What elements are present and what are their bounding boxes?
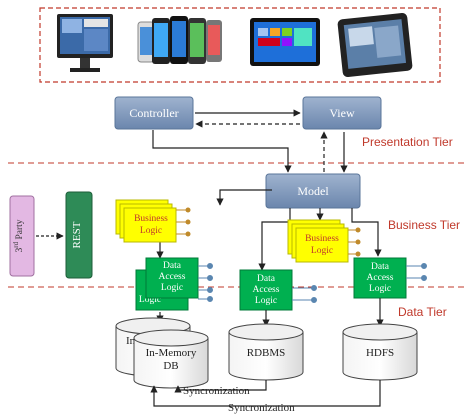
view-label: View	[329, 106, 355, 120]
data-access-right-line2: Access	[367, 273, 394, 283]
sync-label-2: Syncronization	[228, 402, 295, 414]
rest-box: REST	[65, 191, 93, 279]
inmemory-db: In-Memory DB	[133, 329, 209, 389]
business-logic-mid-line2: Logic	[311, 246, 333, 256]
sync-label-1: Syncronization	[183, 385, 250, 397]
model-to-hdfs-dal-arrow	[351, 208, 382, 257]
data-access-mid-line1: Data	[257, 274, 276, 284]
inmemory-label-line1: In-Memory	[146, 347, 197, 359]
business-tier-label: Business Tier	[388, 218, 460, 232]
data-access-left-partial: Logic	[139, 295, 161, 305]
business-logic-mid: Business Logic	[287, 219, 361, 263]
data-access-right-line3: Logic	[369, 284, 391, 294]
data-access-left-line2: Access	[159, 272, 186, 282]
data-access-right: Data Access Logic	[353, 257, 427, 299]
data-tier-label: Data Tier	[398, 305, 447, 319]
sync-rdbms-arrow	[174, 380, 267, 393]
model-box: Model	[265, 173, 361, 209]
hdfs-label: HDFS	[366, 347, 394, 359]
controller-label: Controller	[129, 106, 178, 120]
data-access-mid: Data Access Logic	[239, 269, 317, 311]
rest-label: REST	[71, 221, 83, 248]
hdfs-db: HDFS	[342, 323, 418, 381]
presentation-tier-label: Presentation Tier	[362, 135, 453, 149]
tablet-dark-icon	[337, 12, 413, 78]
business-logic-left-line1: Business	[134, 214, 168, 224]
rdbms-label: RDBMS	[247, 347, 286, 359]
view-box: View	[302, 96, 382, 130]
sync-hdfs-arrow	[150, 380, 381, 407]
data-access-mid-line2: Access	[253, 285, 280, 295]
controller-box: Controller	[114, 96, 194, 130]
data-access-right-line1: Data	[371, 262, 390, 272]
devices-frame	[39, 7, 441, 83]
data-access-left: Logic Data Access Logic	[135, 257, 213, 311]
business-logic-left: Business Logic	[115, 199, 191, 243]
data-access-left-line3: Logic	[161, 283, 183, 293]
model-to-business-left-arrow	[216, 189, 272, 206]
model-to-rdbms-dal-arrow	[258, 208, 291, 271]
smartphones-icon	[137, 16, 222, 64]
third-party-label: 3rd Party	[12, 219, 25, 252]
inmemory-label-line2: DB	[163, 360, 178, 372]
controller-to-model-arrow	[152, 130, 292, 173]
tablet-icon	[250, 18, 320, 66]
rdbms-db: RDBMS	[228, 323, 304, 381]
third-party-box: 3rd Party	[9, 195, 35, 277]
business-logic-mid-line1: Business	[305, 234, 339, 244]
business-logic-left-line2: Logic	[140, 226, 162, 236]
monitor-icon	[57, 14, 113, 72]
data-access-left-line1: Data	[163, 261, 182, 271]
model-label: Model	[297, 184, 329, 198]
data-access-mid-line3: Logic	[255, 296, 277, 306]
